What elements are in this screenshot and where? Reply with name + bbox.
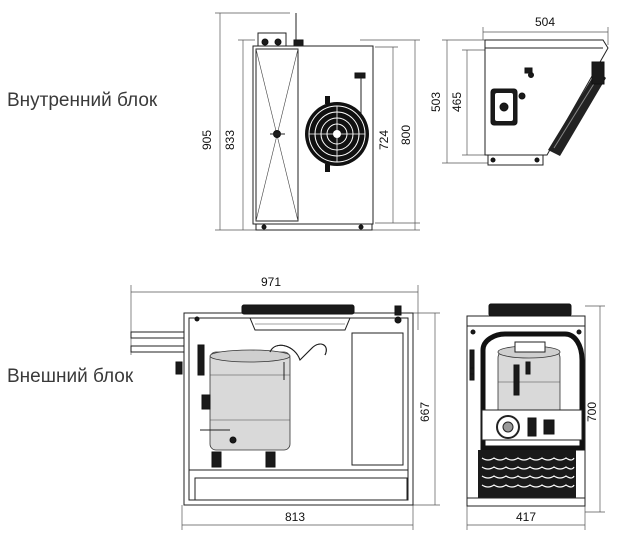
outdoor-unit-side-view: 417 700 xyxy=(466,303,605,530)
dim-465: 465 xyxy=(450,92,464,112)
dim-905: 905 xyxy=(200,130,214,150)
dim-667: 667 xyxy=(418,402,432,422)
dim-417: 417 xyxy=(516,510,536,524)
outdoor-unit-label: Внешний блок xyxy=(7,366,134,387)
dim-504: 504 xyxy=(535,15,555,29)
indoor-unit-front-view: 905 833 724 800 xyxy=(200,12,420,231)
outdoor-unit-front-view: 971 813 667 xyxy=(130,275,440,530)
indoor-unit-side-view: 504 503 465 xyxy=(429,15,609,166)
fan-icon xyxy=(305,96,369,172)
dim-813: 813 xyxy=(285,510,305,524)
dim-503: 503 xyxy=(429,92,443,112)
dim-833: 833 xyxy=(223,130,237,150)
dim-971: 971 xyxy=(261,275,281,289)
dim-700: 700 xyxy=(585,402,599,422)
dim-724: 724 xyxy=(377,130,391,150)
dim-800: 800 xyxy=(399,125,413,145)
indoor-unit-label: Внутренний блок xyxy=(7,90,158,111)
